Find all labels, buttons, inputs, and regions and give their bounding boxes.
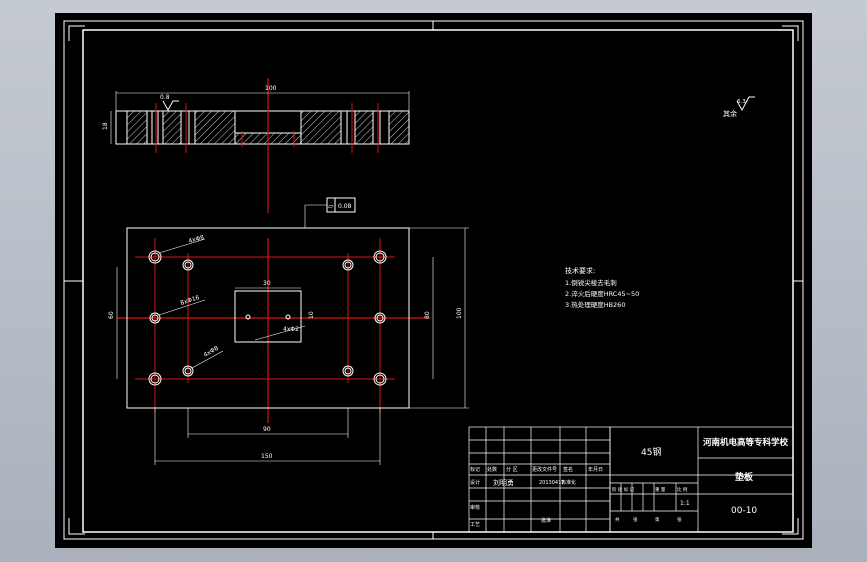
tech-req-item-1: 1.倒锐尖棱去毛刺 <box>565 278 617 287</box>
sheet-label-3: 第 <box>655 516 660 523</box>
stage-label: 阶 段 标 记 <box>612 486 635 493</box>
material: 45钢 <box>641 446 661 458</box>
dim-left: 60 <box>108 311 115 319</box>
plan-view: 30 10 4xΦ2 4xΦ8 8xΦ16 4xΦ8 ▱ 0.08 <box>108 197 469 465</box>
header-cell-5: 签名 <box>563 466 573 473</box>
dim-right: 80 <box>424 311 431 319</box>
weight-label: 重 量 <box>655 486 666 493</box>
section-roughness: 0.8 <box>160 94 170 101</box>
scale-label: 比 例 <box>677 486 688 493</box>
title-block <box>468 426 794 533</box>
approve-label: 批准 <box>541 517 551 524</box>
header-cell-3: 分 区 <box>506 466 518 473</box>
dim-height: 100 <box>456 307 463 319</box>
tech-req-item-3: 3.热处理硬度HB260 <box>565 300 625 309</box>
pocket-width-dim: 30 <box>263 280 271 287</box>
pocket-height-dim: 10 <box>308 311 315 319</box>
section-width-dim: 100 <box>265 85 277 92</box>
flatness-tolerance: 0.08 <box>338 203 352 210</box>
dim-inner-width: 90 <box>263 426 271 433</box>
tech-req-title: 技术要求: <box>565 266 595 275</box>
hole-callout-top: 4xΦ8 <box>188 234 205 245</box>
header-cell-6: 年月日 <box>588 466 603 473</box>
sheet-label-1: 共 <box>615 516 620 523</box>
row-label-review: 审核 <box>470 504 480 511</box>
general-roughness-value: 6.3 <box>737 99 746 105</box>
school-name: 河南机电高等专科学校 <box>703 437 789 448</box>
drawing-number: 00-10 <box>731 506 757 516</box>
section-view: 100 18 0.8 <box>102 78 410 213</box>
sheet-border <box>63 20 804 540</box>
row-label-design: 设计 <box>470 479 480 486</box>
sheet-label-4: 张 <box>677 516 682 523</box>
sheet-label-2: 张 <box>633 516 638 523</box>
general-roughness: 其余 6.3 <box>723 96 755 118</box>
header-cell-2: 处数 <box>487 466 497 473</box>
hole-group <box>148 250 387 386</box>
std-date: 20130417 <box>539 480 564 486</box>
title-block-text: 45钢 河南机电高等专科学校 垫板 00-10 1:1 标记 处数 分 区 更改… <box>470 437 789 528</box>
hole-callout-bottom: 4xΦ8 <box>203 345 220 359</box>
pocket-hole-callout: 4xΦ2 <box>283 326 299 333</box>
designer: 刘明勇 <box>493 478 514 487</box>
technical-requirements: 技术要求: 1.倒锐尖棱去毛刺 2.淬火后硬度HRC45~50 3.热处理硬度H… <box>565 266 639 309</box>
flatness-symbol: ▱ <box>328 202 334 210</box>
tech-req-item-2: 2.淬火后硬度HRC45~50 <box>565 289 639 298</box>
header-cell-1: 标记 <box>470 466 480 473</box>
general-roughness-label: 其余 <box>723 109 737 118</box>
std-label: 标准化 <box>561 479 576 486</box>
drawing-sheet: 100 18 0.8 30 10 4xΦ2 <box>55 13 812 548</box>
part-name: 垫板 <box>735 471 754 483</box>
section-height-dim: 18 <box>102 122 109 130</box>
row-label-process: 工艺 <box>470 522 480 528</box>
dim-outer-width: 150 <box>261 453 273 460</box>
header-cell-4: 更改文件号 <box>532 466 557 473</box>
scale: 1:1 <box>680 500 690 507</box>
